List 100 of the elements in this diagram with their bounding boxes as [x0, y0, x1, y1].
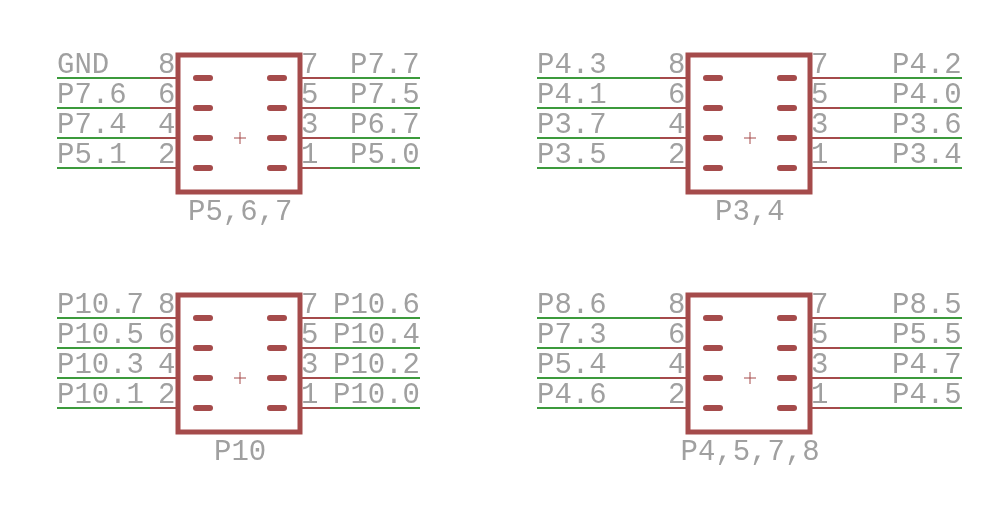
wire — [536, 107, 661, 109]
wire — [56, 137, 151, 139]
pin-number: 8 — [668, 291, 686, 320]
wire — [56, 107, 151, 109]
pin-number: 8 — [158, 51, 176, 80]
pin-number: 3 — [301, 111, 319, 140]
pin-number: 7 — [811, 291, 829, 320]
part-name: P4,5,7,8 — [680, 438, 820, 467]
wire — [536, 347, 661, 349]
pin-number: 6 — [668, 81, 686, 110]
pin-number: 2 — [158, 381, 176, 410]
net-label: P4.6 — [537, 381, 607, 410]
pin-number: 3 — [811, 111, 829, 140]
part-name: P5,6,7 — [188, 198, 293, 227]
pin-number: 7 — [301, 51, 319, 80]
wire — [839, 407, 963, 409]
wire — [329, 137, 421, 139]
wire — [536, 77, 661, 79]
net-label: P4.0 — [892, 81, 962, 110]
wire — [56, 347, 151, 349]
pin-number: 3 — [301, 351, 319, 380]
wire — [839, 137, 963, 139]
wire — [329, 407, 421, 409]
pin-number: 1 — [811, 141, 829, 170]
wire — [329, 167, 421, 169]
net-label: P7.6 — [57, 81, 127, 110]
net-label: P5.4 — [537, 351, 607, 380]
net-label: P10.5 — [57, 321, 144, 350]
net-label: P10.7 — [57, 291, 144, 320]
wire — [56, 77, 151, 79]
wire — [329, 377, 421, 379]
part-name: P10 — [214, 438, 267, 467]
net-label: P3.6 — [892, 111, 962, 140]
wire — [536, 137, 661, 139]
net-label: P7.7 — [350, 51, 420, 80]
net-label: P5.0 — [350, 141, 420, 170]
wire — [329, 317, 421, 319]
net-label: P4.7 — [892, 351, 962, 380]
wire — [536, 377, 661, 379]
pin-number: 2 — [668, 381, 686, 410]
net-label: P4.3 — [537, 51, 607, 80]
net-label: P3.4 — [892, 141, 962, 170]
net-label: P3.5 — [537, 141, 607, 170]
net-label: P8.6 — [537, 291, 607, 320]
pin-number: 5 — [301, 81, 319, 110]
pin-number: 4 — [668, 351, 686, 380]
pin-number: 7 — [301, 291, 319, 320]
pin-number: 1 — [301, 381, 319, 410]
net-label: P7.3 — [537, 321, 607, 350]
pin-number: 8 — [668, 51, 686, 80]
net-label: P10.1 — [57, 381, 144, 410]
wire — [536, 167, 661, 169]
net-label: P10.4 — [333, 321, 420, 350]
part-name: P3,4 — [715, 198, 785, 227]
net-label: P4.5 — [892, 381, 962, 410]
pin-number: 1 — [811, 381, 829, 410]
pin-number: 5 — [301, 321, 319, 350]
pin-number: 2 — [158, 141, 176, 170]
wire — [329, 77, 421, 79]
net-label: P6.7 — [350, 111, 420, 140]
net-label: P4.1 — [537, 81, 607, 110]
pin-number: 3 — [811, 351, 829, 380]
wire — [839, 167, 963, 169]
pin-number: 4 — [668, 111, 686, 140]
wire — [839, 347, 963, 349]
pin-number: 6 — [158, 321, 176, 350]
wire — [536, 317, 661, 319]
wire — [329, 347, 421, 349]
net-label: P10.3 — [57, 351, 144, 380]
wire — [839, 107, 963, 109]
net-label: P10.2 — [333, 351, 420, 380]
wire — [56, 317, 151, 319]
wire — [56, 407, 151, 409]
pin-number: 5 — [811, 81, 829, 110]
net-label: P8.5 — [892, 291, 962, 320]
net-label: P4.2 — [892, 51, 962, 80]
pin-number: 1 — [301, 141, 319, 170]
wire — [839, 317, 963, 319]
net-label: P7.5 — [350, 81, 420, 110]
pin-number: 6 — [668, 321, 686, 350]
pin-number: 2 — [668, 141, 686, 170]
net-label: P10.0 — [333, 381, 420, 410]
net-label: P5.1 — [57, 141, 127, 170]
wire — [839, 377, 963, 379]
net-label: P5.5 — [892, 321, 962, 350]
pin-number: 6 — [158, 81, 176, 110]
net-label: P10.6 — [333, 291, 420, 320]
wire — [56, 167, 151, 169]
pin-number: 4 — [158, 351, 176, 380]
pin-number: 7 — [811, 51, 829, 80]
pin-number: 5 — [811, 321, 829, 350]
net-label: P7.4 — [57, 111, 127, 140]
wire — [329, 107, 421, 109]
pin-number: 8 — [158, 291, 176, 320]
net-label: P3.7 — [537, 111, 607, 140]
pin-number: 4 — [158, 111, 176, 140]
wire — [839, 77, 963, 79]
net-label: GND — [57, 51, 110, 80]
wire — [56, 377, 151, 379]
wire — [536, 407, 661, 409]
